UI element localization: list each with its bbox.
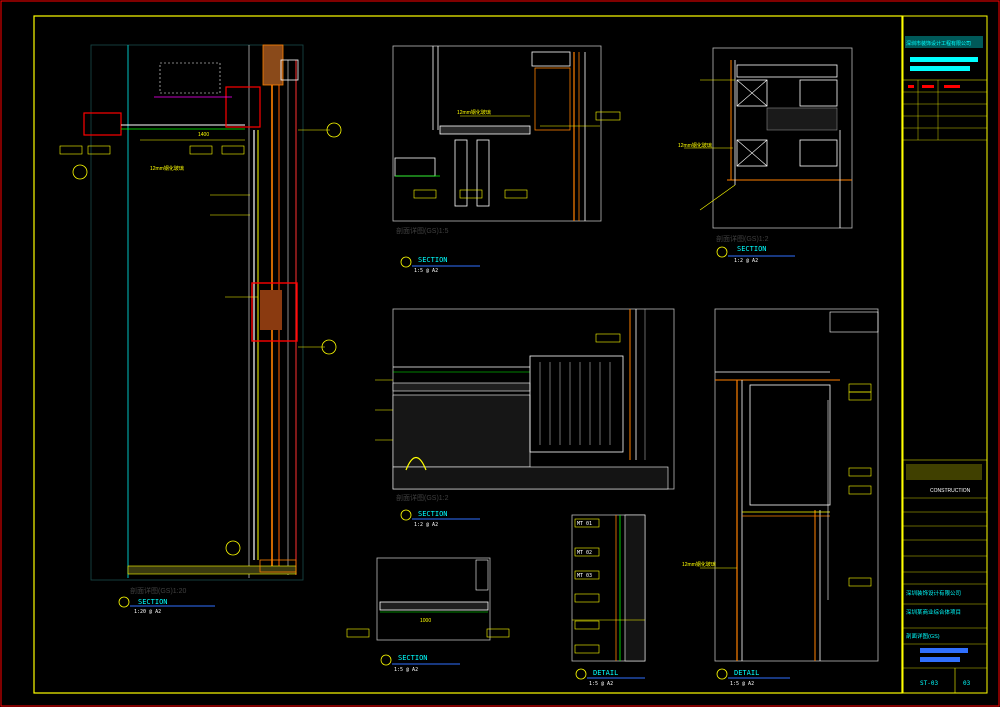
view-7-title: DETAIL bbox=[734, 669, 759, 677]
view-1-scale: 1:20 @ A2 bbox=[134, 609, 161, 615]
view-4-scale: 1:2 @ A2 bbox=[414, 522, 438, 528]
view-1-caption: 剖面详图(GS)1:20 bbox=[130, 586, 187, 595]
view-5-scale: 1:5 @ A2 bbox=[394, 667, 418, 673]
note-glass-v3: 12mm钢化玻璃 bbox=[678, 142, 712, 149]
view-4-caption: 剖面详图(GS)1:2 bbox=[396, 493, 449, 502]
note-glass-v7: 12mm钢化玻璃 bbox=[682, 561, 716, 568]
note-glass-v2: 12mm钢化玻璃 bbox=[457, 109, 491, 116]
view-2-title: SECTION bbox=[418, 256, 448, 264]
tag-mt02: MT 02 bbox=[577, 550, 592, 556]
view-2-caption: 剖面详图(GS)1:5 bbox=[396, 226, 449, 235]
dim-1400: 1400 bbox=[198, 132, 209, 138]
title-project: 深圳某商业综合体项目 bbox=[906, 608, 961, 616]
view-6-scale: 1:5 @ A2 bbox=[589, 681, 613, 687]
view-5-title: SECTION bbox=[398, 654, 428, 662]
view-4-section: 剖面详图(GS)1:2 SECTION 1:2 @ A2 bbox=[375, 308, 675, 528]
title-sheet: 03 bbox=[963, 680, 971, 687]
view-3-title: SECTION bbox=[737, 245, 767, 253]
title-drawing-name: 剖面详图(GS) bbox=[906, 632, 940, 640]
view-1-title: SECTION bbox=[138, 598, 168, 606]
view-7-scale: 1:5 @ A2 bbox=[730, 681, 754, 687]
title-section-header: CONSTRUCTION bbox=[930, 488, 971, 494]
note-glass-v1: 12mm钢化玻璃 bbox=[150, 165, 184, 172]
title-drawing-no: ST-03 bbox=[920, 680, 938, 687]
tag-mt01-a: MT 01 bbox=[577, 521, 592, 527]
title-company: 深圳装饰设计有限公司 bbox=[906, 589, 961, 597]
view-2-scale: 1:5 @ A2 bbox=[414, 268, 438, 274]
drawing-frame bbox=[33, 15, 903, 694]
view-4-title: SECTION bbox=[418, 510, 448, 518]
view-6-detail: MT 01 MT 02 MT 03 DETAIL 1:5 @ A2 bbox=[571, 514, 646, 687]
view-3-scale: 1:2 @ A2 bbox=[734, 258, 758, 264]
view-5-section: 1000 SECTION 1:5 @ A2 bbox=[346, 557, 510, 673]
title-top-text: 深圳市装饰设计工程有限公司 bbox=[906, 40, 971, 47]
view-1-wall-section: 1400 12mm钢化玻璃 剖面详图(GS)1:20 SECTION 1:20 … bbox=[59, 44, 342, 615]
tag-mt03: MT 03 bbox=[577, 573, 592, 579]
view-7-detail: 12mm钢化玻璃 DETAIL 1:5 @ A2 bbox=[682, 308, 879, 687]
title-block: 深圳市装饰设计工程有限公司 CONSTRUCTION 深圳装饰设计有限公司 深圳… bbox=[902, 15, 988, 694]
dim-1000: 1000 bbox=[420, 618, 431, 624]
view-3-section: 12mm钢化玻璃 剖面详图(GS)1:2 SECTION 1:2 @ A2 bbox=[678, 47, 853, 264]
view-6-title: DETAIL bbox=[593, 669, 618, 677]
view-2-section: 12mm钢化玻璃 剖面详图(GS)1:5 SECTION 1:5 @ A2 bbox=[392, 45, 621, 274]
view-3-caption: 剖面详图(GS)1:2 bbox=[716, 234, 769, 243]
